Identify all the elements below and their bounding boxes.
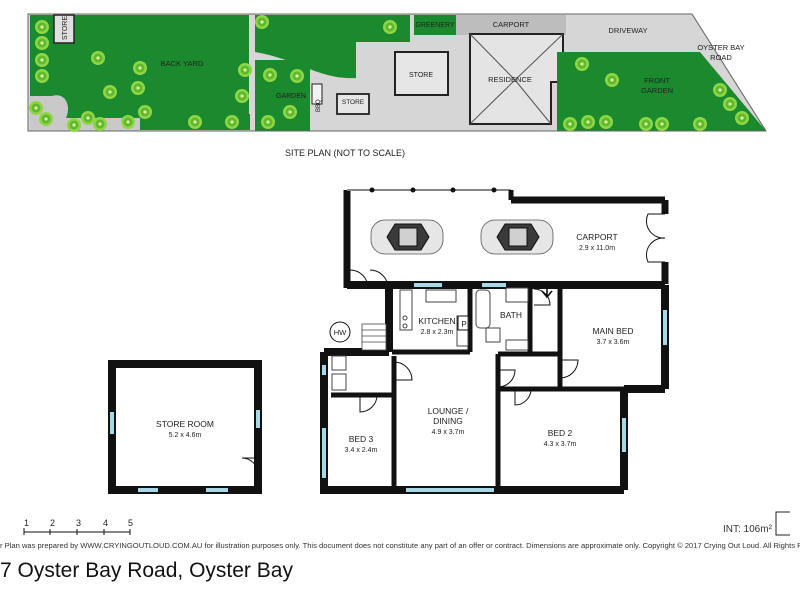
- site-label-store-mid: STORE: [409, 72, 433, 79]
- store-mid: [394, 51, 449, 96]
- scale-bar: [23, 528, 131, 535]
- site-label-store-small: STORE: [342, 99, 365, 106]
- bed2-name: BED 2: [548, 428, 573, 438]
- hot-water-unit: [329, 321, 351, 343]
- internal-area: INT: 106m²: [723, 524, 772, 535]
- store-room-name: STORE ROOM: [156, 419, 214, 429]
- main-bed-dims: 3.7 x 3.6m: [597, 339, 630, 346]
- scale-label-3: 3: [76, 518, 82, 528]
- disclaimer-text: r Plan was prepared by WWW.CRYINGOUTLOUD…: [0, 541, 800, 550]
- site-label-road-1: OYSTER BAY: [697, 43, 744, 52]
- carport-posts: [369, 187, 497, 193]
- property-address: 7 Oyster Bay Road, Oyster Bay: [0, 559, 293, 582]
- doors: [349, 269, 579, 413]
- kitchen-dims: 2.8 x 2.3m: [421, 329, 454, 336]
- hot-water-label: HW: [334, 328, 347, 337]
- windows: [322, 283, 667, 492]
- lounge-name-2: DINING: [433, 416, 463, 426]
- lounge-name-1: LOUNGE /: [428, 406, 469, 416]
- scale-label-2: 2: [50, 518, 56, 528]
- scale-bar-labels: 1 2 3 4 5: [15, 518, 145, 532]
- floor-plan: [108, 187, 669, 494]
- pantry-label: P: [461, 320, 466, 329]
- car-2: [480, 219, 554, 255]
- greenery-strip: [414, 15, 456, 35]
- entry-arrow: [541, 284, 553, 299]
- main-bed-name: MAIN BED: [592, 326, 633, 336]
- bed3-name: BED 3: [349, 434, 374, 444]
- interior-walls: [331, 285, 624, 488]
- scale-label-4: 4: [103, 518, 109, 528]
- scale-label-1: 1: [24, 518, 30, 528]
- site-label-front-garden-1: FRONT: [644, 76, 670, 85]
- bbq-area: [311, 83, 323, 105]
- carport-site: [456, 15, 566, 35]
- store-room-windows: [110, 410, 260, 492]
- store-room-door: [241, 457, 259, 475]
- yard-paving: [30, 95, 140, 131]
- site-label-carport: CARPORT: [493, 20, 530, 29]
- kitchen-name: KITCHEN: [418, 316, 455, 326]
- site-label-bbq: BBQ: [316, 99, 322, 112]
- site-plan: STORE BACK YARD GARDEN BBQ STORE GREENER…: [27, 13, 767, 132]
- car-1: [370, 219, 444, 255]
- store-small: [336, 93, 370, 115]
- site-label-store-left: STORE: [62, 16, 69, 40]
- edge-bracket: [775, 511, 790, 536]
- carport-name: CARPORT: [576, 232, 617, 242]
- site-label-road-2: ROAD: [710, 53, 732, 62]
- site-label-greenery: GREENERY: [415, 22, 454, 29]
- carport-dims: 2.9 x 11.0m: [579, 245, 615, 252]
- store-room-dims: 5.2 x 4.6m: [169, 432, 202, 439]
- lounge-dims: 4.9 x 3.7m: [432, 429, 465, 436]
- scale-label-5: 5: [128, 518, 134, 528]
- kitchen-fixtures: [399, 289, 469, 347]
- bath-fixtures: [475, 287, 529, 351]
- pantry-box: [457, 315, 471, 331]
- carport-double-door: [645, 213, 666, 263]
- bed3-dims: 3.4 x 2.4m: [345, 447, 378, 454]
- site-label-residence: RESIDENCE: [488, 75, 532, 84]
- site-label-back-yard: BACK YARD: [161, 59, 204, 68]
- site-label-garden: GARDEN: [276, 93, 306, 100]
- site-plan-caption: SITE PLAN (NOT TO SCALE): [285, 148, 405, 158]
- bath-label: BATH: [500, 310, 522, 320]
- site-label-driveway: DRIVEWAY: [608, 26, 647, 35]
- floor-plan-labels: CARPORT 2.9 x 11.0m KITCHEN 2.8 x 2.3m P…: [156, 232, 634, 454]
- front-garden-lawn: [557, 52, 766, 131]
- site-label-front-garden-2: GARDEN: [641, 86, 673, 95]
- greenery-lawn: [255, 15, 410, 79]
- store-left: [53, 14, 75, 44]
- bed2-dims: 4.3 x 3.7m: [544, 441, 577, 448]
- stairs: [361, 323, 387, 351]
- laundry-fixtures: [331, 355, 347, 391]
